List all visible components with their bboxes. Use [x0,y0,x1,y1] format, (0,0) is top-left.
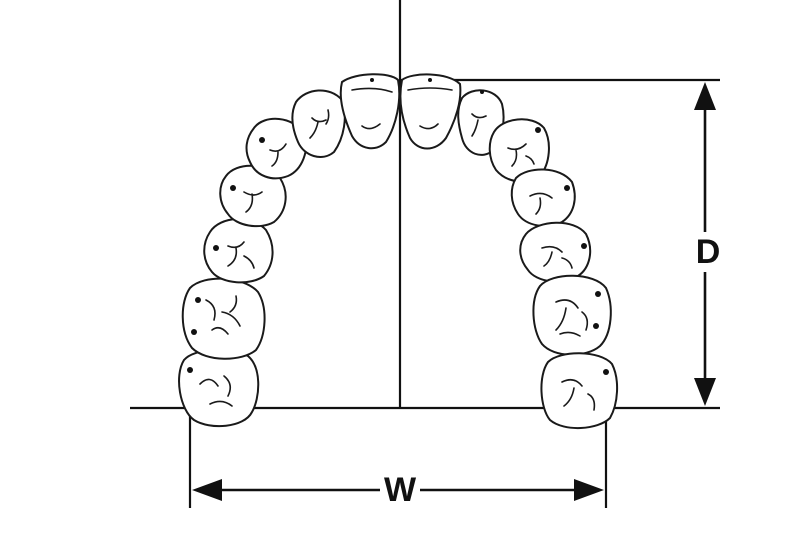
right-central-incisor-icon [399,73,462,150]
left-central-incisor-icon [339,73,401,150]
right-molar-2-icon [540,352,618,430]
width-arrow-right [574,479,604,501]
depth-arrow-top [694,82,716,110]
left-molar-1-icon [181,277,266,360]
width-arrow-left [192,479,222,501]
left-molar-2-icon [178,348,260,428]
depth-arrow-bottom [694,378,716,406]
left-premolar-1-icon [219,164,287,228]
width-label: W [380,470,420,510]
right-canine-icon [488,118,550,183]
left-premolar-2-icon [203,217,274,284]
depth-label: D [688,232,728,272]
left-canine-icon [245,117,307,180]
right-premolar-2-icon [519,221,592,283]
right-premolar-1-icon [510,168,576,228]
right-molar-1-icon [532,274,612,356]
left-lateral-incisor-icon [291,89,346,158]
